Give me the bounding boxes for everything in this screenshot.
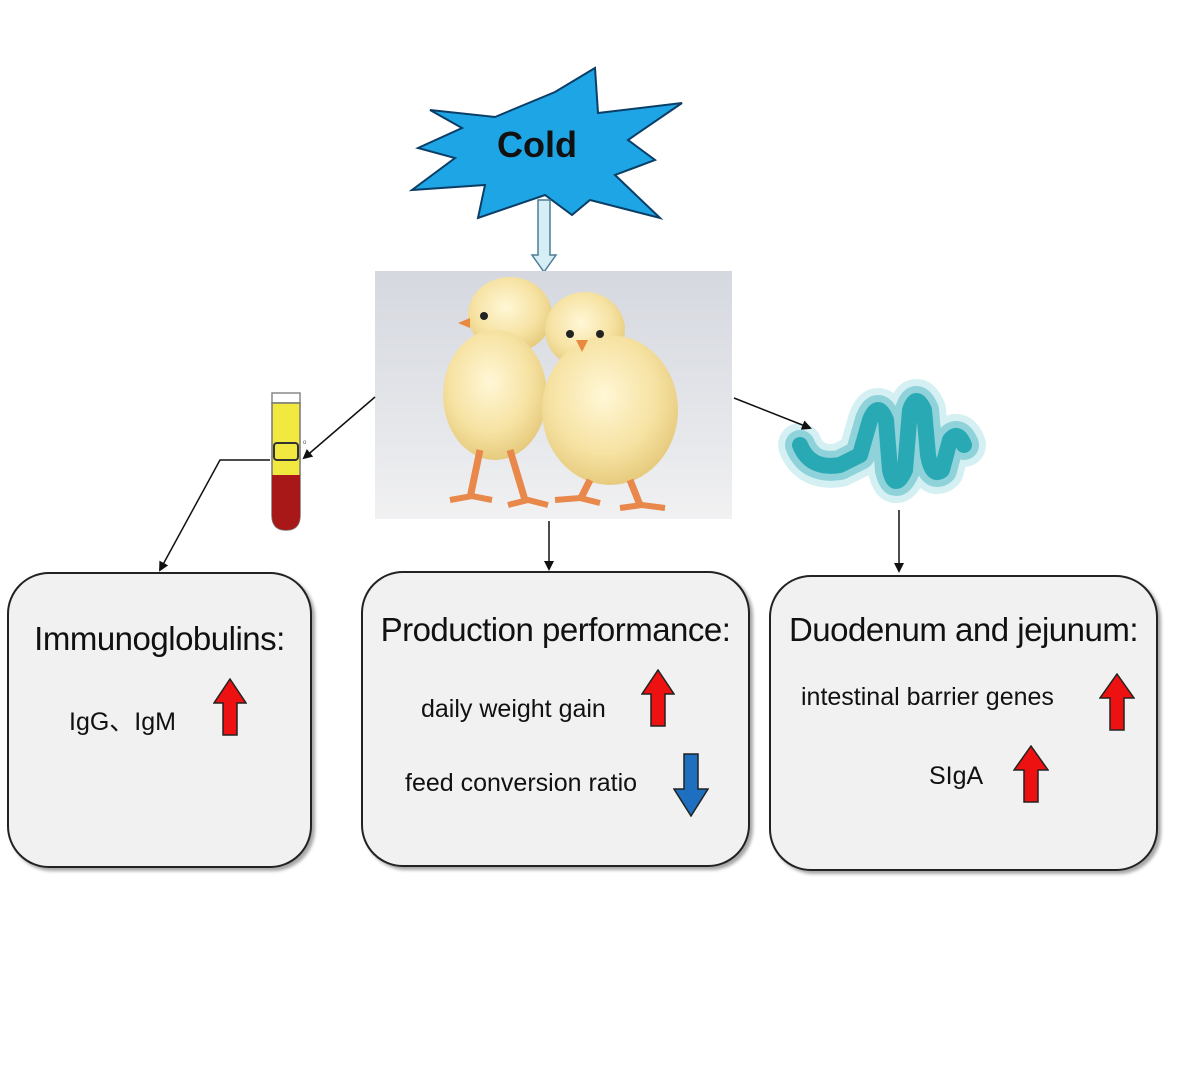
decrease-arrow-icon <box>673 753 709 817</box>
siga-label: SIgA <box>929 762 984 790</box>
starburst-icon <box>408 66 683 220</box>
svg-text:o: o <box>303 440 307 446</box>
increase-arrow-icon <box>641 669 675 727</box>
igg-igm-label: IgG、IgM <box>69 708 176 736</box>
stimulus-label: Cold <box>497 124 577 165</box>
increase-arrow-icon <box>1013 745 1049 803</box>
chicks-to-intestine-arrow <box>733 397 812 430</box>
intestinal-barrier-genes-label: intestinal barrier genes <box>801 683 1054 711</box>
tube-to-immunoglobulins-arrow <box>159 459 270 572</box>
feed-conversion-ratio-label: feed conversion ratio <box>405 769 638 797</box>
daily-weight-gain-label: daily weight gain <box>421 695 606 723</box>
intestine-icon <box>778 380 986 503</box>
increase-arrow-icon <box>1099 673 1135 731</box>
test-tube-icon: o <box>271 392 307 531</box>
increase-arrow-icon <box>213 678 247 736</box>
intestine-title: Duodenum and jejunum: <box>788 611 1139 648</box>
chicks-to-tube-arrow <box>302 396 376 460</box>
chicks-image <box>375 271 732 519</box>
production-box: Production performance: daily weight gai… <box>361 571 750 867</box>
cold-to-chicks-arrow <box>530 199 558 274</box>
intestine-box: Duodenum and jejunum: intestinal barrier… <box>769 575 1158 871</box>
immunoglobulins-box: Immunoglobulins: IgG、IgM <box>7 572 312 868</box>
immunoglobulins-title: Immunoglobulins: <box>34 620 285 657</box>
production-title: Production performance: <box>380 611 731 648</box>
